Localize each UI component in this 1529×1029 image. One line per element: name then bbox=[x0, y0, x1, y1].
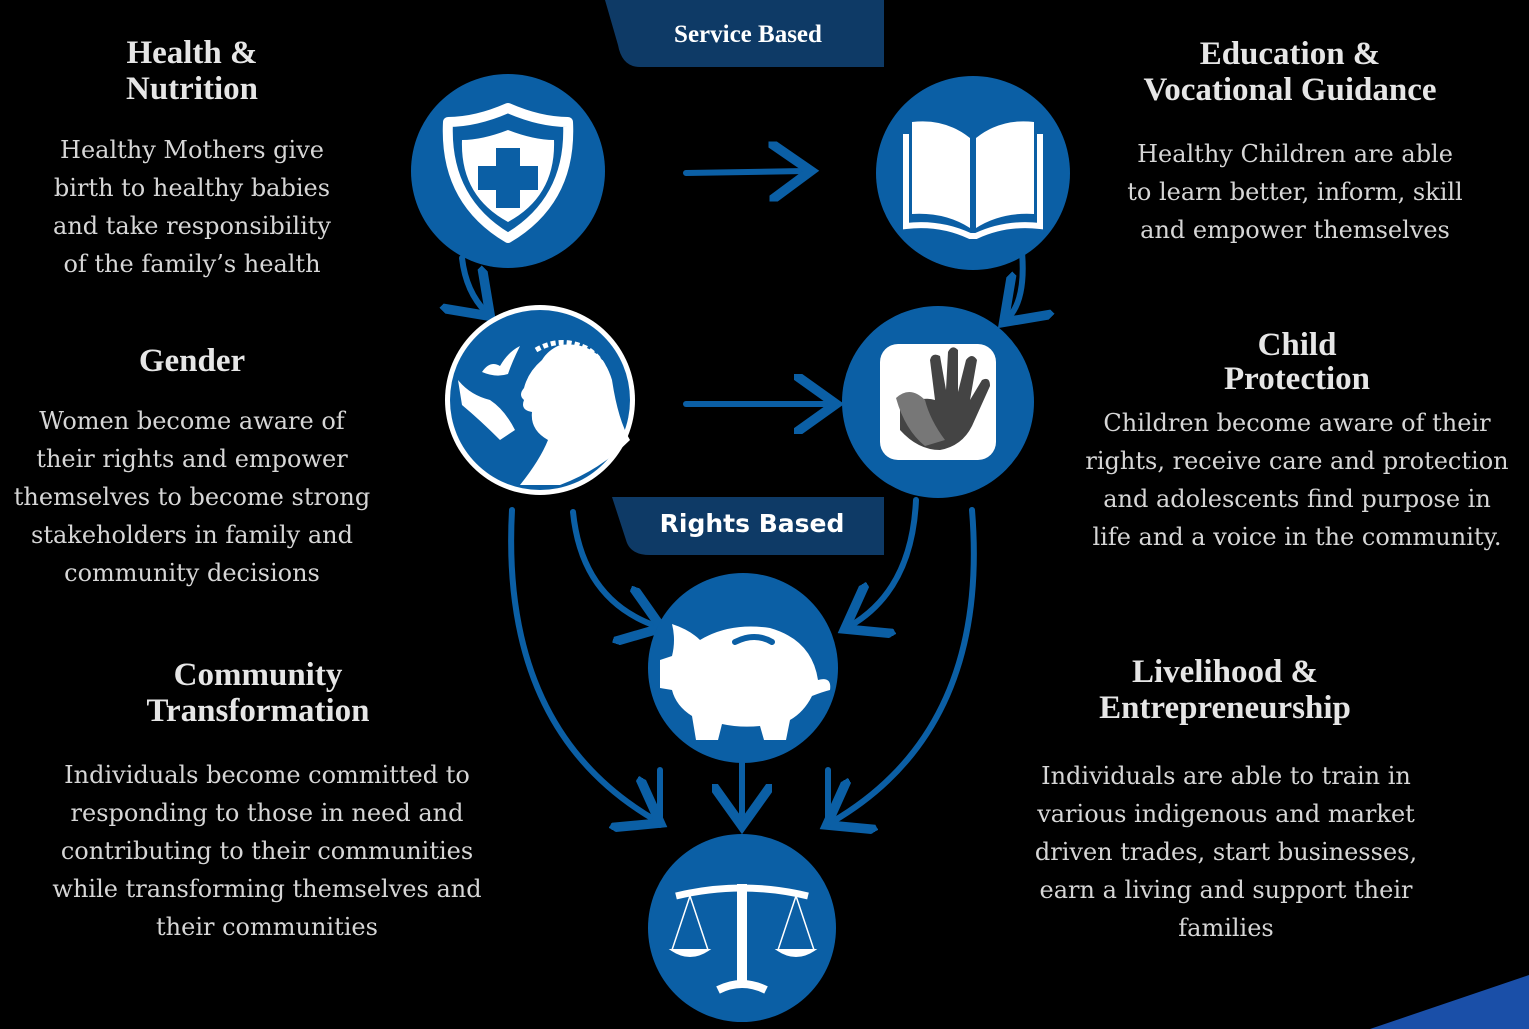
livelihood-body: Individuals are able to train in various… bbox=[1034, 762, 1418, 942]
health-body: Healthy Mothers give birth to healthy ba… bbox=[53, 136, 331, 278]
rights-based-badge: Rights Based bbox=[612, 497, 884, 555]
arrow-health-to-education bbox=[683, 171, 805, 173]
arrow-education-to-child bbox=[1008, 249, 1023, 318]
piggy-bank-icon bbox=[660, 624, 831, 740]
open-book-icon bbox=[903, 121, 1043, 239]
livelihood-node bbox=[648, 573, 838, 763]
justice-node bbox=[648, 834, 836, 1022]
education-node bbox=[876, 76, 1070, 270]
gender-node bbox=[445, 305, 635, 495]
service-based-label: Service Based bbox=[674, 21, 822, 48]
health-title: Health & Nutrition bbox=[126, 35, 258, 107]
arrow-gender-to-livelihood bbox=[570, 509, 656, 626]
arrow-child-to-livelihood bbox=[850, 497, 919, 626]
shield-cross-icon bbox=[442, 103, 574, 243]
gender-body: Women become aware of their rights and e… bbox=[13, 407, 371, 587]
arrow-child-to-justice bbox=[832, 507, 977, 822]
community-body: Individuals become committed to respondi… bbox=[52, 761, 482, 941]
woman-with-bird-icon bbox=[458, 340, 630, 485]
livelihood-title: Livelihood & Entrepreneurship bbox=[1099, 654, 1351, 726]
education-body: Healthy Children are able to learn bette… bbox=[1127, 140, 1463, 244]
child-protection-node bbox=[842, 306, 1034, 498]
gender-title: Gender bbox=[138, 343, 246, 379]
rights-based-label: Rights Based bbox=[660, 509, 845, 538]
corner-accent bbox=[1370, 975, 1529, 1029]
hands-icon bbox=[896, 347, 990, 450]
child-protection-body: Children become aware of their rights, r… bbox=[1085, 409, 1509, 551]
child-protection-title: Child Protection bbox=[1223, 327, 1370, 397]
arrow-health-to-gender bbox=[462, 255, 486, 312]
community-title: Community Transformation bbox=[146, 657, 370, 729]
arrow-gender-to-justice bbox=[508, 507, 655, 820]
health-node bbox=[411, 74, 605, 268]
scales-icon bbox=[668, 884, 818, 994]
service-based-badge: Service Based bbox=[605, 0, 884, 67]
education-title: Education & Vocational Guidance bbox=[1143, 36, 1437, 108]
